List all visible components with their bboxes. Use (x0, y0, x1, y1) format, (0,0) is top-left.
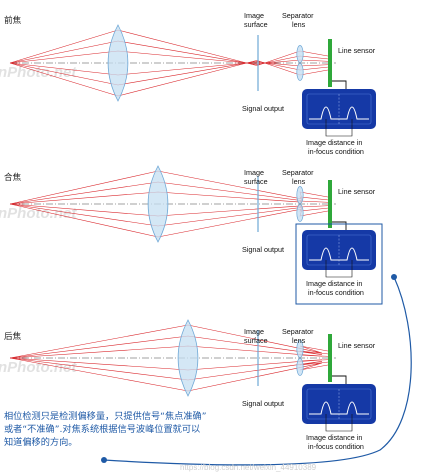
separator-lens (296, 358, 304, 376)
image-surface-label-2: surface (244, 20, 268, 29)
line-sensor (328, 180, 332, 228)
pointer-dot-end (101, 457, 107, 463)
distance-bracket (325, 119, 353, 137)
caption-line-3: 知道偏移的方向。 (4, 437, 78, 448)
caption-line-2: 或者“不准确”.对焦系统根据信号波峰位置就可以 (4, 424, 201, 435)
line-sensor (328, 39, 332, 87)
separator-lens-label-1: Separator (282, 327, 314, 336)
separator-lens-label-1: Separator (282, 11, 314, 20)
line-sensor-label: Line sensor (338, 187, 376, 196)
distance-bracket (325, 414, 353, 432)
separator-lens (296, 45, 304, 63)
signal-waveform (309, 247, 369, 261)
light-ray (9, 29, 331, 66)
distance-bracket (325, 260, 353, 278)
signal-output-label: Signal output (242, 245, 284, 254)
main-lens (107, 24, 129, 102)
signal-output-label: Signal output (242, 104, 284, 113)
signal-connector (332, 221, 347, 230)
separator-lens-label-1: Separator (282, 168, 314, 177)
signal-connector (332, 375, 347, 384)
light-ray (9, 335, 331, 359)
separator-lens-label-2: lens (292, 20, 306, 29)
image-surface-label-1: Image (244, 327, 264, 336)
image-surface-label-2: surface (244, 336, 268, 345)
annotation-caption: 相位检测只是检测偏移量，只提供信号“焦点准确” 或者“不准确”.对焦系统根据信号… (4, 410, 304, 449)
main-lens (147, 165, 169, 243)
light-ray (9, 357, 331, 371)
distance-label-2: in-focus condition (308, 442, 364, 451)
light-ray (9, 345, 331, 359)
highlight-frame (295, 223, 383, 305)
distance-label-1: Image distance in (306, 279, 362, 288)
light-ray (9, 357, 331, 392)
light-ray (9, 61, 331, 76)
line-sensor (328, 334, 332, 382)
main-lens (177, 319, 199, 397)
caption-line-1: 相位检测只是检测偏移量，只提供信号“焦点准确” (4, 411, 207, 422)
distance-label-2: in-focus condition (308, 147, 364, 156)
light-ray (9, 40, 331, 66)
separator-lens-label-2: lens (292, 177, 306, 186)
watermark-text: nPhoto.net (0, 64, 77, 81)
signal-waveform (309, 401, 369, 415)
signal-connector (332, 80, 347, 89)
panel-title: 后焦 (4, 330, 22, 342)
page-watermark-text: https://blog.csdn.net/weixin_44910389 (180, 463, 317, 472)
separator-lens (296, 186, 304, 204)
watermark-text: nPhoto.net (0, 359, 77, 376)
image-surface-label-2: surface (244, 177, 268, 186)
pointer-dot-start (391, 274, 397, 280)
separator-lens-label-2: lens (292, 336, 306, 345)
light-ray (9, 60, 331, 97)
light-ray (9, 50, 331, 65)
separator-lens (296, 340, 304, 358)
light-ray (9, 60, 331, 86)
panel-title: 前焦 (4, 14, 22, 26)
annotation-pointer (103, 276, 412, 466)
watermark-text: nPhoto.net (0, 205, 77, 222)
line-sensor-label: Line sensor (338, 341, 376, 350)
light-ray (9, 357, 331, 381)
signal-output-label: Signal output (242, 399, 284, 408)
distance-label-1: Image distance in (306, 433, 362, 442)
signal-waveform (309, 106, 369, 120)
panel-title: 合焦 (4, 171, 22, 183)
distance-label-1: Image distance in (306, 138, 362, 147)
separator-lens (296, 204, 304, 222)
distance-label-2: in-focus condition (308, 288, 364, 297)
image-surface-label-1: Image (244, 168, 264, 177)
separator-lens (296, 63, 304, 81)
line-sensor-label: Line sensor (338, 46, 376, 55)
image-surface-label-1: Image (244, 11, 264, 20)
